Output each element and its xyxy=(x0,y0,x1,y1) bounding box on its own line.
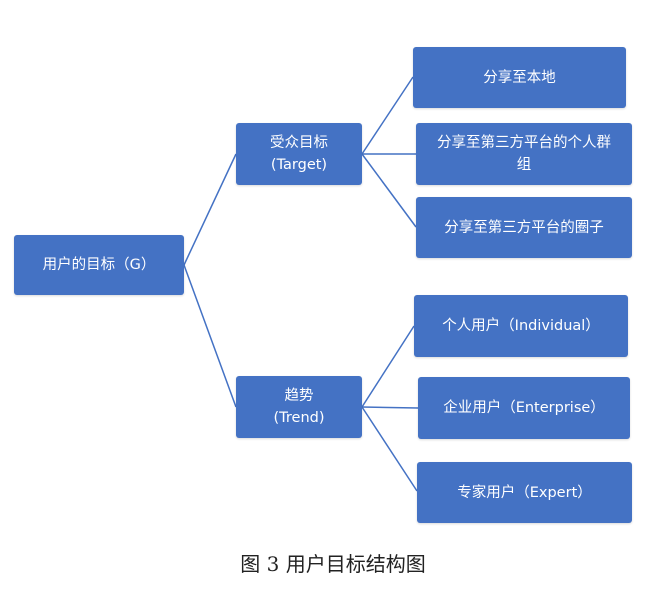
leaf-node-share-local: 分享至本地 xyxy=(413,47,626,108)
leaf-node-share-group: 分享至第三方平台的个人群组 xyxy=(416,123,632,185)
connector-root-target xyxy=(183,153,237,266)
leaf-node-label: 分享至第三方平台的个人群组 xyxy=(437,135,611,173)
connector-target-circle xyxy=(361,153,417,228)
leaf-node-share-circle: 分享至第三方平台的圈子 xyxy=(416,197,632,258)
trend-node-sub: (Trend) xyxy=(273,410,325,426)
connector-trend-individual xyxy=(361,325,415,408)
leaf-node-label: 分享至第三方平台的圈子 xyxy=(444,219,604,236)
leaf-node-expert: 专家用户（Expert） xyxy=(417,462,632,523)
leaf-node-label: 分享至本地 xyxy=(483,69,556,86)
connector-trend-enterprise xyxy=(361,406,419,409)
connector-root-trend xyxy=(183,264,237,408)
root-node-label: 用户的目标（G） xyxy=(42,257,156,273)
target-node-sub: (Target) xyxy=(270,157,328,173)
connector-trend-expert xyxy=(361,406,418,492)
target-node: 受众目标 (Target) xyxy=(236,123,362,185)
leaf-node-label: 个人用户（Individual） xyxy=(442,318,600,334)
leaf-node-individual: 个人用户（Individual） xyxy=(414,295,628,357)
target-node-label: 受众目标 xyxy=(270,135,328,151)
trend-node: 趋势 (Trend) xyxy=(236,376,362,438)
leaf-node-enterprise: 企业用户（Enterprise） xyxy=(418,377,630,439)
connector-target-local xyxy=(361,76,414,155)
leaf-node-label: 企业用户（Enterprise） xyxy=(443,400,605,416)
trend-node-label: 趋势 xyxy=(284,388,314,404)
root-node: 用户的目标（G） xyxy=(14,235,184,295)
leaf-node-label: 专家用户（Expert） xyxy=(457,484,592,501)
figure-caption: 图 3 用户目标结构图 xyxy=(240,552,426,576)
